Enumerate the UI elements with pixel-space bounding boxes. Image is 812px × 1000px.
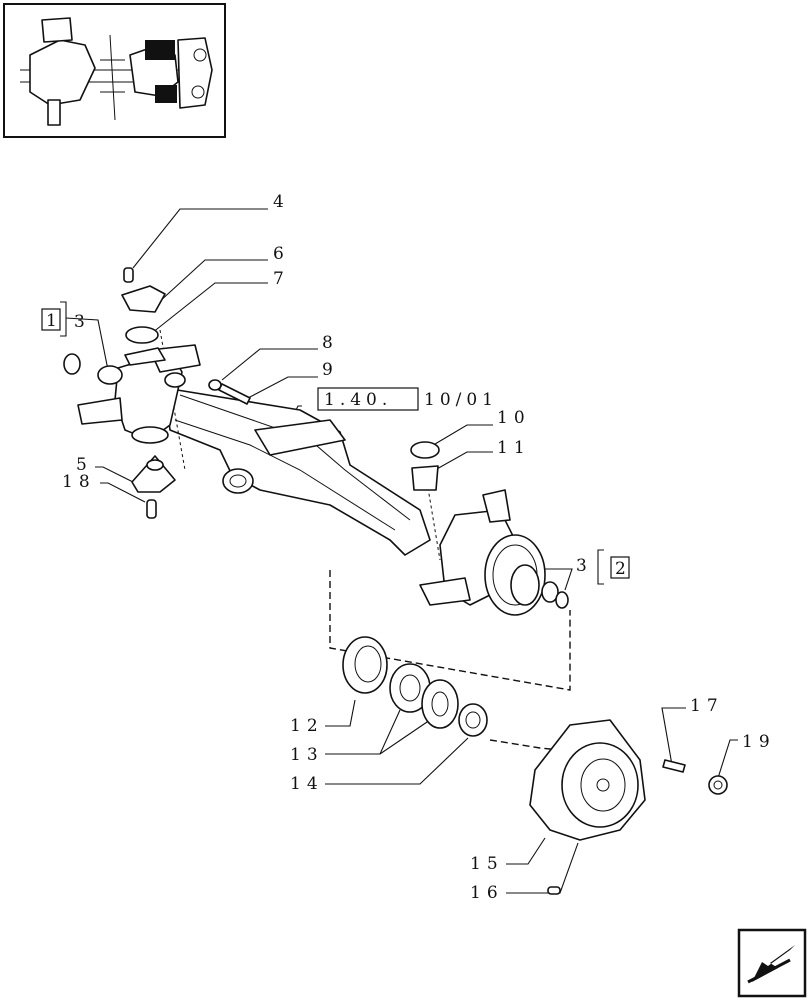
cross-ref-boxed: 1.40. xyxy=(324,390,392,410)
right-knuckle xyxy=(410,441,569,616)
callout-12: 12 xyxy=(290,716,324,736)
kingpin-upper-parts xyxy=(121,267,166,366)
left-knuckle xyxy=(63,344,201,444)
callout-17: 17 xyxy=(690,696,724,716)
callout-4: 4 xyxy=(273,192,290,212)
callout-14: 14 xyxy=(290,774,324,794)
callout-18: 18 xyxy=(62,472,96,492)
callout-15: 15 xyxy=(470,854,504,874)
callout-13: 13 xyxy=(290,745,324,765)
callout-6: 6 xyxy=(273,244,290,264)
axle-beam xyxy=(159,329,441,561)
callout-10: 10 xyxy=(497,408,531,428)
bolt-8-9 xyxy=(208,379,251,405)
small-parts xyxy=(547,759,728,895)
cross-ref-rest: 10/01 xyxy=(424,390,498,410)
callout-9: 9 xyxy=(322,360,339,380)
svg-text:2: 2 xyxy=(615,559,631,579)
svg-text:1: 1 xyxy=(46,311,62,331)
kingpin-lower-parts xyxy=(131,455,176,519)
ref-box-1[interactable]: 1 xyxy=(41,301,67,337)
previous-page-arrow-icon[interactable] xyxy=(737,928,807,998)
callout-3-left: 3 xyxy=(74,312,91,332)
callout-3-right: 3 xyxy=(576,556,593,576)
cross-reference[interactable]: 1.40. 10/01 xyxy=(317,387,498,411)
ref-box-2[interactable]: 2 xyxy=(597,549,631,585)
callout-5: 5 xyxy=(76,455,93,475)
explode-path xyxy=(329,570,571,751)
wheel-hub xyxy=(529,719,646,841)
callout-19: 19 xyxy=(742,732,776,752)
axle-assembly-thumbnail[interactable] xyxy=(3,3,226,138)
callout-8: 8 xyxy=(322,333,339,353)
callout-7: 7 xyxy=(273,269,290,289)
bearing-stack xyxy=(342,636,488,737)
callout-11: 11 xyxy=(497,438,531,458)
callout-16: 16 xyxy=(470,883,504,903)
